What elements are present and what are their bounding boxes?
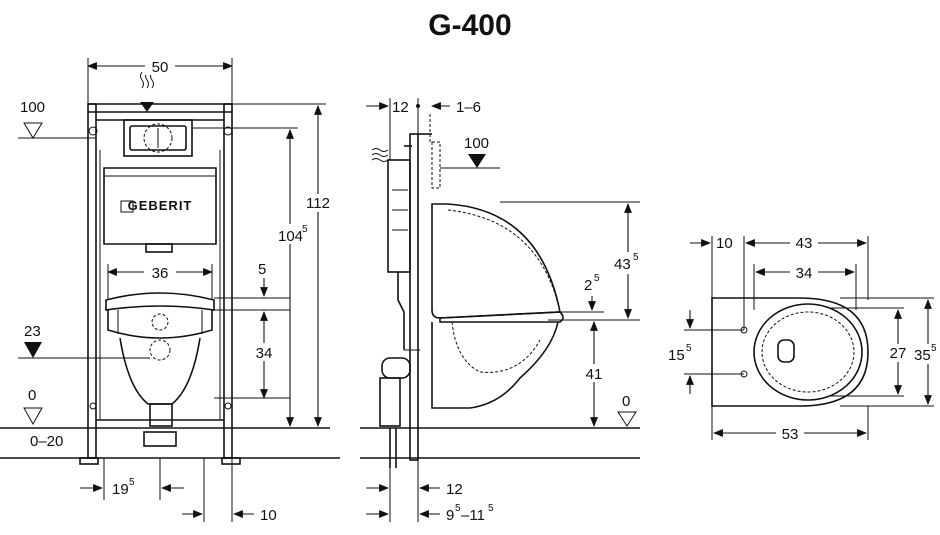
front-view: GEBERIT 50 100 23 0 0–20 xyxy=(0,57,340,524)
dim-foot-19: 19 xyxy=(112,481,129,498)
dim-range-a: 9 xyxy=(446,507,454,524)
dim-range-b-sup: 5 xyxy=(488,503,494,514)
level-triangle-icon xyxy=(23,407,43,426)
dim-outer-35-sup: 5 xyxy=(931,343,937,354)
level-triangle-icon xyxy=(24,342,42,358)
dim-bowl-width: 36 xyxy=(152,265,169,282)
dim-top-range: 1–6 xyxy=(456,99,481,116)
dim-frame-width: 50 xyxy=(152,59,169,76)
level-triangle-icon xyxy=(23,122,43,139)
dim-bolt-spacing: 15 xyxy=(668,347,685,364)
dim-height-34: 34 xyxy=(256,345,273,362)
side-frame xyxy=(379,114,441,468)
dim-range-sep: –11 xyxy=(461,507,485,524)
dim-gap-5: 5 xyxy=(258,261,266,278)
dim-inner-27: 27 xyxy=(890,345,907,362)
dim-length-34: 34 xyxy=(796,265,813,282)
side-view: 12 1–6 100 43 5 2 5 41 0 12 9 5 xyxy=(360,98,644,524)
wc-bowl-side xyxy=(431,203,564,409)
dim-range-a-sup: 5 xyxy=(455,503,461,514)
dim-top-12: 12 xyxy=(392,99,409,116)
dim-offset-10: 10 xyxy=(716,235,733,252)
dim-foot-10: 10 xyxy=(260,507,277,524)
level-0-label: 0 xyxy=(28,387,36,404)
brand-logo: GEBERIT xyxy=(128,198,193,213)
side-level-100-label: 100 xyxy=(464,135,489,152)
cistern: GEBERIT xyxy=(103,167,217,253)
dim-outer-35: 35 xyxy=(914,347,931,364)
dim-height-104: 104 xyxy=(278,228,303,245)
dim-gap-2-sup: 5 xyxy=(594,273,600,284)
drawing-title: G-400 xyxy=(428,9,511,42)
dim-foot-19-sup: 5 xyxy=(129,477,135,488)
dim-height-41: 41 xyxy=(586,366,603,383)
dim-bolt-spacing-sup: 5 xyxy=(686,343,692,354)
dim-height-43: 43 xyxy=(614,256,631,273)
water-supply-icon xyxy=(371,148,389,162)
level-triangle-icon xyxy=(468,154,486,168)
flush-plate xyxy=(123,119,193,157)
dim-gap-2: 2 xyxy=(584,277,592,294)
installation-frame xyxy=(79,103,241,465)
dim-height-43-sup: 5 xyxy=(633,252,639,263)
side-level-0-label: 0 xyxy=(622,393,630,410)
level-triangle-icon xyxy=(617,411,637,427)
level-100-label: 100 xyxy=(20,99,45,116)
dim-length-43: 43 xyxy=(796,235,813,252)
dim-total-53: 53 xyxy=(782,426,799,443)
floor-range-label: 0–20 xyxy=(30,433,63,450)
dim-height-112: 112 xyxy=(306,195,330,212)
wc-bowl-front xyxy=(105,292,215,447)
dim-height-104-sup: 5 xyxy=(302,224,308,235)
top-view: 10 43 34 15 5 27 35 5 53 xyxy=(668,234,938,443)
water-supply-icon xyxy=(140,71,154,112)
level-23-label: 23 xyxy=(24,323,41,340)
wc-bowl-top xyxy=(711,297,869,407)
dim-bottom-12: 12 xyxy=(446,481,463,498)
